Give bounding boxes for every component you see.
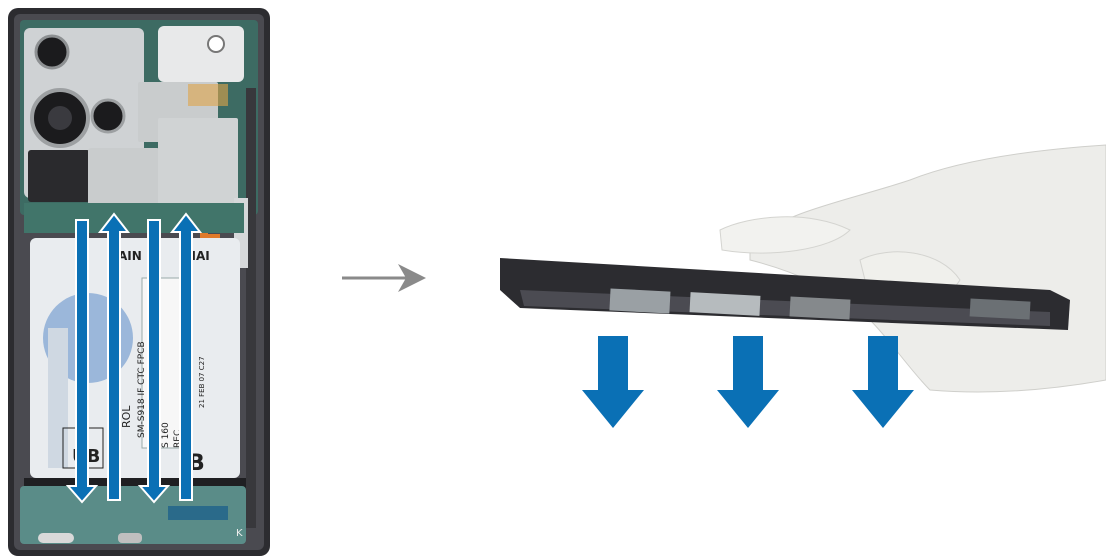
label-model: SM-S918 IF CTC FPCB [137,341,147,438]
label-rol: ROL [120,405,133,428]
camera-module-4 [28,150,90,202]
label-k: K [236,528,243,539]
camera-lens-1 [36,36,68,68]
down-arrow-1 [582,336,644,428]
lift-phone-photo [490,140,1106,440]
label-date: 21 FEB 07 C27 [198,356,206,408]
next-step-arrow-icon [340,258,430,298]
label-s160: S 160 [161,422,171,448]
camera-lens-3 [92,100,124,132]
phone-interior-photo: AIN MAI ROL SM-S918 IF CTC FPCB REV 0.5 … [8,8,270,556]
label-ain: AIN [118,249,142,263]
glove [720,145,1106,392]
connector-band [24,203,244,233]
down-arrow-2 [717,336,779,428]
